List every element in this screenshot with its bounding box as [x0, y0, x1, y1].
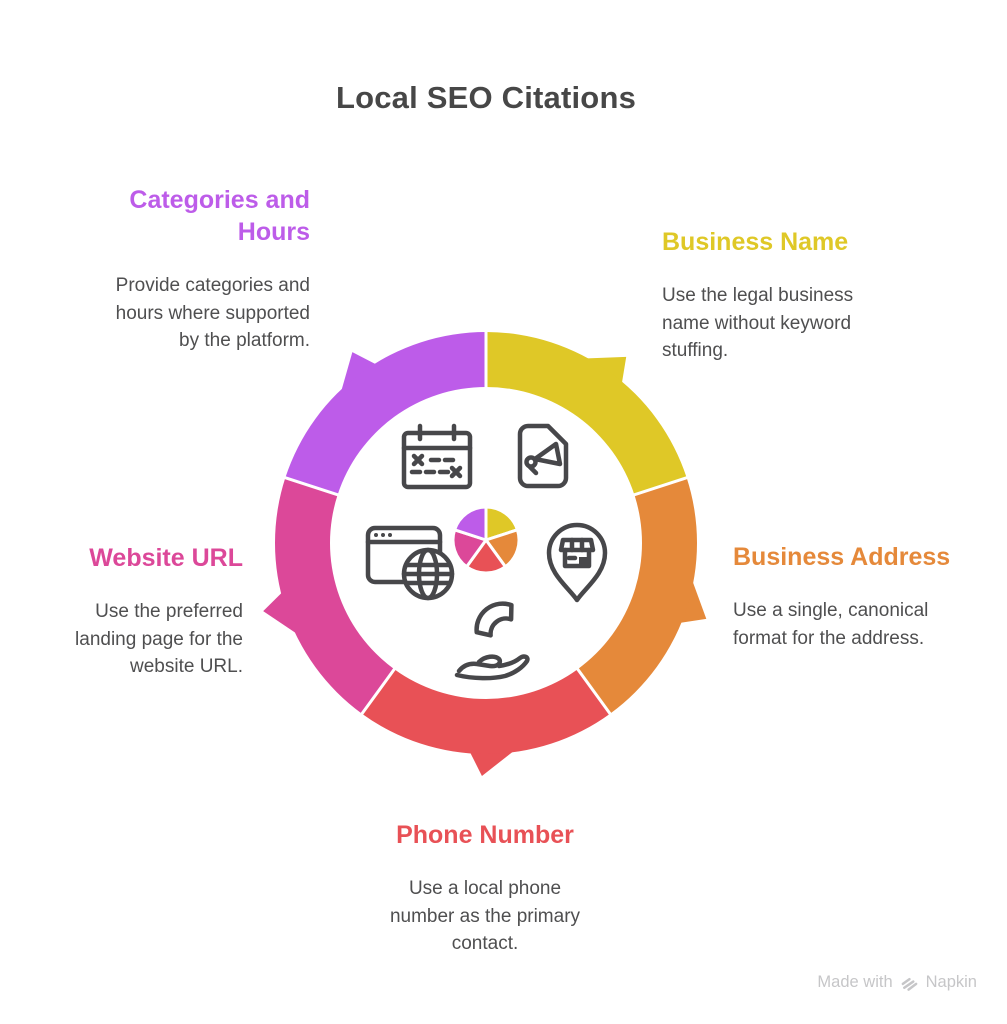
donut-ring: [275, 332, 697, 754]
segment-title: Categories and Hours: [129, 186, 310, 246]
segment-description: Use a local phone number as the primary …: [389, 878, 581, 954]
segment-title: Business Address: [733, 543, 951, 571]
segment-description: Use a single, canonical format for the a…: [733, 600, 929, 649]
segment-title: Phone Number: [396, 821, 574, 849]
storefront-pin-icon: [546, 522, 608, 603]
segment-description: Use the legal business name without keyw…: [662, 285, 854, 361]
segment-title: Website URL: [89, 544, 243, 572]
center-pie-chart: [451, 505, 521, 575]
label-phone-number: Phone Number Use a local phone number as…: [380, 819, 590, 958]
label-business-name: Business Name Use the legal business nam…: [662, 226, 867, 365]
label-website-url: Website URL Use the preferred landing pa…: [58, 542, 243, 681]
page-title: Local SEO Citations: [335, 80, 637, 115]
napkin-logo-icon: [901, 977, 918, 991]
calendar-icon: [401, 423, 473, 490]
made-with-text: Made with: [817, 973, 893, 991]
browser-globe-icon: [365, 525, 455, 601]
segment-title: Business Name: [662, 228, 849, 256]
segment-dividers: [282, 329, 690, 717]
made-with-napkin-credit: Made with Napkin: [817, 973, 977, 992]
document-megaphone-icon: [517, 423, 569, 489]
phone-hand-icon: [454, 601, 530, 681]
center-icons: [365, 423, 608, 681]
segment-description: Use the preferred landing page for the w…: [75, 601, 243, 677]
segment-description: Provide categories and hours where suppo…: [115, 275, 310, 351]
label-categories-and-hours: Categories and Hours Provide categories …: [105, 184, 310, 355]
brand-text: Napkin: [925, 973, 977, 991]
label-business-address: Business Address Use a single, canonical…: [733, 541, 973, 652]
